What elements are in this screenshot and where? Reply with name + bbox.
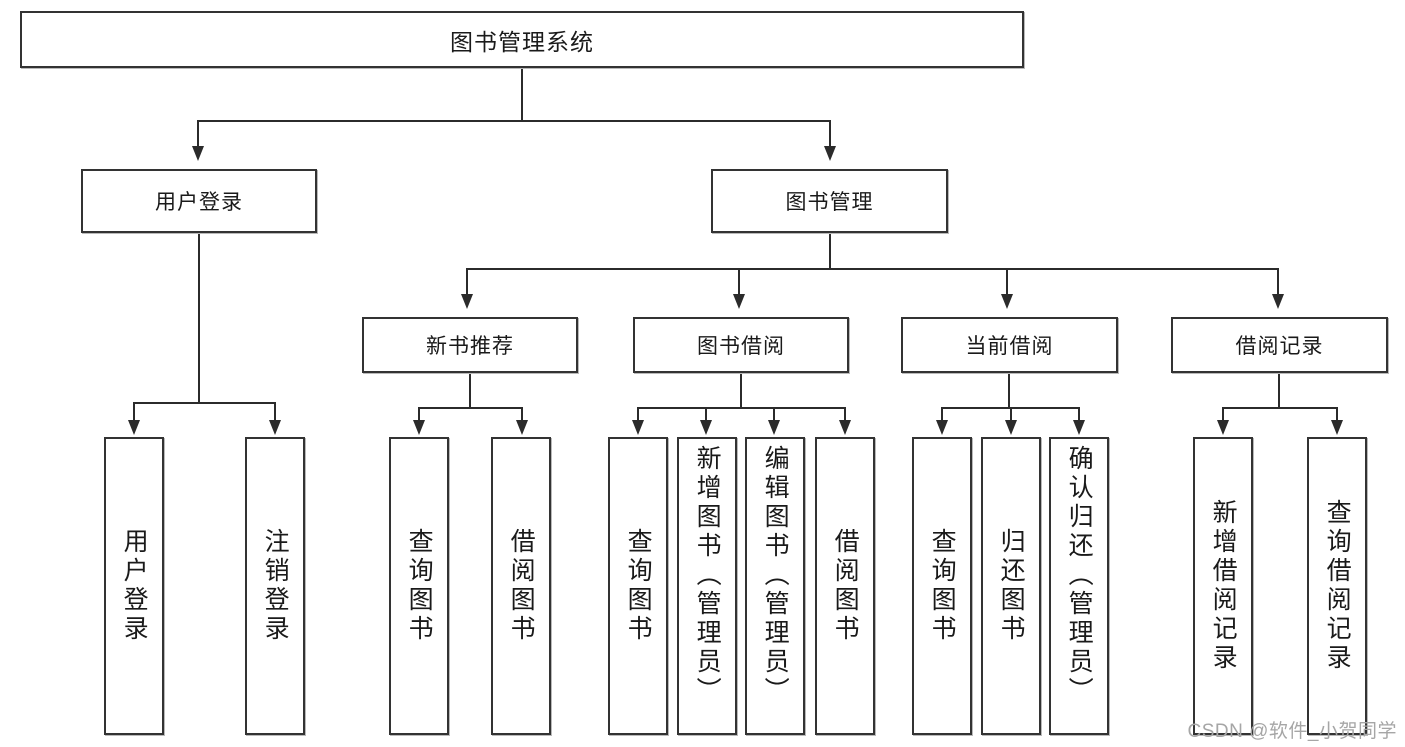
- leaf-current-confirm-return-admin[interactable]: 确认归还（管理员）: [1049, 437, 1109, 735]
- leaf-label: 新增图书（管理员）: [693, 445, 722, 706]
- connector-borrow-stem: [740, 373, 742, 408]
- leaf-borrow-borrow-book[interactable]: 借阅图书: [815, 437, 875, 735]
- leaf-current-query-book[interactable]: 查询图书: [912, 437, 972, 735]
- arrow-to-leaf-borrow-4: [839, 420, 851, 435]
- arrow-to-leaf-current-2: [1005, 420, 1017, 435]
- leaf-label: 查询图书: [928, 528, 957, 644]
- node-book-borrow[interactable]: 图书借阅: [633, 317, 849, 373]
- arrow-to-leaf-user-login: [128, 420, 140, 435]
- connector-recommend-drop-2: [521, 407, 523, 420]
- arrow-to-leaf-recommend-1: [413, 420, 425, 435]
- node-label: 借阅记录: [1235, 335, 1324, 358]
- leaf-recommend-borrow-book[interactable]: 借阅图书: [491, 437, 551, 735]
- leaf-label: 查询图书: [624, 528, 653, 644]
- connector-recommend-stem: [469, 373, 471, 408]
- connector-user-login-drop-2: [274, 402, 276, 420]
- leaf-label: 借阅图书: [831, 528, 860, 644]
- node-label: 图书管理系统: [450, 28, 594, 55]
- connector-user-login-stem: [198, 233, 200, 403]
- connector-current-drop-1: [941, 407, 943, 420]
- leaf-record-add-record[interactable]: 新增借阅记录: [1193, 437, 1253, 735]
- arrow-to-leaf-current-3: [1073, 420, 1085, 435]
- leaf-recommend-query-book[interactable]: 查询图书: [389, 437, 449, 735]
- connector-user-login-bus: [133, 402, 276, 404]
- arrow-to-leaf-record-1: [1217, 420, 1229, 435]
- connector-book-mgmt-bus: [466, 268, 1279, 270]
- connector-current-stem: [1008, 373, 1010, 408]
- arrow-to-leaf-current-1: [936, 420, 948, 435]
- node-label: 图书管理: [785, 191, 874, 214]
- leaf-logout[interactable]: 注销登录: [245, 437, 305, 735]
- arrow-to-leaf-record-2: [1331, 420, 1343, 435]
- leaf-label: 编辑图书（管理员）: [761, 445, 790, 706]
- node-current-borrow[interactable]: 当前借阅: [901, 317, 1118, 373]
- node-label: 新书推荐: [426, 335, 514, 358]
- arrow-to-book-borrow: [733, 294, 745, 309]
- leaf-borrow-add-book-admin[interactable]: 新增图书（管理员）: [677, 437, 737, 735]
- leaf-label: 归还图书: [997, 528, 1026, 644]
- node-label: 图书借阅: [697, 335, 785, 358]
- connector-book-mgmt-drop-4: [1277, 268, 1279, 294]
- connector-record-bus: [1222, 407, 1337, 409]
- connector-current-drop-2: [1010, 407, 1012, 420]
- connector-user-login-drop-1: [133, 402, 135, 420]
- connector-root-drop-1: [197, 120, 199, 146]
- leaf-record-query-record[interactable]: 查询借阅记录: [1307, 437, 1367, 735]
- connector-borrow-drop-1: [637, 407, 639, 420]
- node-root-library-system[interactable]: 图书管理系统: [20, 11, 1024, 68]
- node-user-login[interactable]: 用户登录: [81, 169, 317, 233]
- connector-borrow-bus: [637, 407, 845, 409]
- connector-borrow-drop-2: [705, 407, 707, 420]
- arrow-to-borrow-record: [1272, 294, 1284, 309]
- connector-record-drop-2: [1336, 407, 1338, 420]
- arrow-to-leaf-recommend-2: [516, 420, 528, 435]
- leaf-user-login[interactable]: 用户登录: [104, 437, 164, 735]
- leaf-current-return-book[interactable]: 归还图书: [981, 437, 1041, 735]
- node-new-book-recommend[interactable]: 新书推荐: [362, 317, 578, 373]
- connector-current-drop-3: [1078, 407, 1080, 420]
- arrow-to-leaf-borrow-1: [632, 420, 644, 435]
- connector-recommend-bus: [418, 407, 522, 409]
- connector-record-drop-1: [1222, 407, 1224, 420]
- leaf-label: 查询图书: [405, 528, 434, 644]
- connector-recommend-drop-1: [418, 407, 420, 420]
- connector-root-stem: [521, 68, 523, 121]
- connector-book-mgmt-drop-1: [466, 268, 468, 294]
- leaf-label: 注销登录: [261, 528, 290, 644]
- connector-root-bus: [197, 120, 831, 122]
- connector-book-mgmt-stem: [829, 233, 831, 269]
- leaf-label: 确认归还（管理员）: [1065, 445, 1094, 706]
- connector-book-mgmt-drop-2: [738, 268, 740, 294]
- arrow-to-book-management: [824, 146, 836, 161]
- leaf-borrow-edit-book-admin[interactable]: 编辑图书（管理员）: [745, 437, 805, 735]
- connector-borrow-drop-3: [773, 407, 775, 420]
- arrow-to-leaf-borrow-3: [768, 420, 780, 435]
- connector-borrow-drop-4: [844, 407, 846, 420]
- arrow-to-current-borrow: [1001, 294, 1013, 309]
- leaf-label: 查询借阅记录: [1323, 499, 1352, 673]
- node-label: 用户登录: [155, 191, 243, 214]
- arrow-to-leaf-logout: [269, 420, 281, 435]
- connector-book-mgmt-drop-3: [1006, 268, 1008, 294]
- leaf-label: 用户登录: [120, 528, 149, 644]
- leaf-label: 新增借阅记录: [1209, 499, 1238, 673]
- leaf-label: 借阅图书: [507, 528, 536, 644]
- leaf-borrow-query-book[interactable]: 查询图书: [608, 437, 668, 735]
- node-borrow-record[interactable]: 借阅记录: [1171, 317, 1388, 373]
- connector-root-drop-2: [829, 120, 831, 146]
- arrow-to-user-login: [192, 146, 204, 161]
- node-book-management[interactable]: 图书管理: [711, 169, 948, 233]
- node-label: 当前借阅: [965, 335, 1054, 358]
- connector-record-stem: [1278, 373, 1280, 408]
- arrow-to-leaf-borrow-2: [700, 420, 712, 435]
- arrow-to-new-book-recommend: [461, 294, 473, 309]
